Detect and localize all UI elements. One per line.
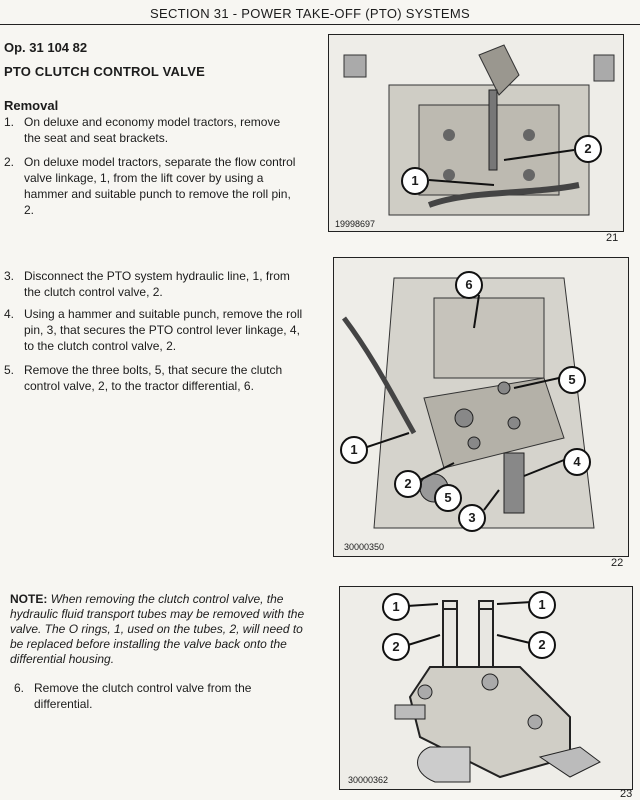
step-6: 6. Remove the clutch control valve from … [14, 680, 306, 714]
callout-3: 3 [458, 504, 486, 532]
step-number: 6. [14, 681, 25, 695]
note-block: NOTE: When removing the clutch control v… [10, 592, 310, 667]
page-title: PTO CLUTCH CONTROL VALVE [4, 64, 206, 79]
step-text: Remove the clutch control valve from the… [34, 681, 252, 711]
callout-1: 1 [340, 436, 368, 464]
step-3: 3. Disconnect the PTO system hydraulic l… [4, 268, 304, 302]
figure-23: 1 1 2 2 30000362 [339, 586, 633, 790]
figure-21-illustration [343, 44, 615, 216]
step-number: 2. [4, 155, 15, 169]
callout-2-left: 2 [382, 633, 410, 661]
step-text: Remove the three bolts, 5, that secure t… [24, 363, 283, 393]
step-1: 1. On deluxe and economy model tractors,… [4, 114, 296, 148]
step-number: 5. [4, 363, 15, 377]
operation-number: Op. 31 104 82 [4, 40, 88, 55]
callout-2-right: 2 [528, 631, 556, 659]
callout-5-lower: 5 [434, 484, 462, 512]
figure-code: 30000362 [348, 775, 389, 785]
step-2: 2. On deluxe model tractors, separate th… [4, 154, 296, 220]
figure-number-23: 23 [620, 788, 633, 800]
figure-code: 19998697 [335, 219, 376, 229]
step-text: On deluxe model tractors, separate the f… [24, 155, 296, 217]
step-4: 4. Using a hammer and suitable punch, re… [4, 306, 304, 356]
callout-1-right: 1 [528, 591, 556, 619]
header-rule [0, 24, 640, 25]
figure-21: 1 2 19998697 [328, 34, 624, 232]
step-number: 3. [4, 269, 15, 283]
figure-23-illustration [394, 600, 601, 783]
section-header: SECTION 31 - POWER TAKE-OFF (PTO) SYSTEM… [150, 6, 471, 21]
step-5: 5. Remove the three bolts, 5, that secur… [4, 362, 304, 396]
figure-number-22: 22 [611, 557, 624, 569]
removal-subheading: Removal [4, 98, 59, 113]
callout-2: 2 [394, 470, 422, 498]
figure-22: 6 5 1 4 2 5 3 30000350 [333, 257, 629, 557]
step-text: Disconnect the PTO system hydraulic line… [24, 269, 290, 299]
figure-number-21: 21 [606, 232, 619, 244]
callout-2: 2 [574, 135, 602, 163]
step-text: Using a hammer and suitable punch, remov… [24, 307, 303, 353]
step-text: On deluxe and economy model tractors, re… [24, 115, 281, 145]
callout-1: 1 [401, 167, 429, 195]
note-label: NOTE: [10, 592, 48, 606]
step-number: 1. [4, 115, 15, 129]
callout-6: 6 [455, 271, 483, 299]
callout-1-left: 1 [382, 593, 410, 621]
figure-code: 30000350 [344, 542, 385, 552]
callout-5: 5 [558, 366, 586, 394]
note-text: When removing the clutch control valve, … [10, 592, 305, 666]
step-number: 4. [4, 307, 15, 321]
figure-22-illustration [341, 277, 595, 529]
callout-4: 4 [563, 448, 591, 476]
